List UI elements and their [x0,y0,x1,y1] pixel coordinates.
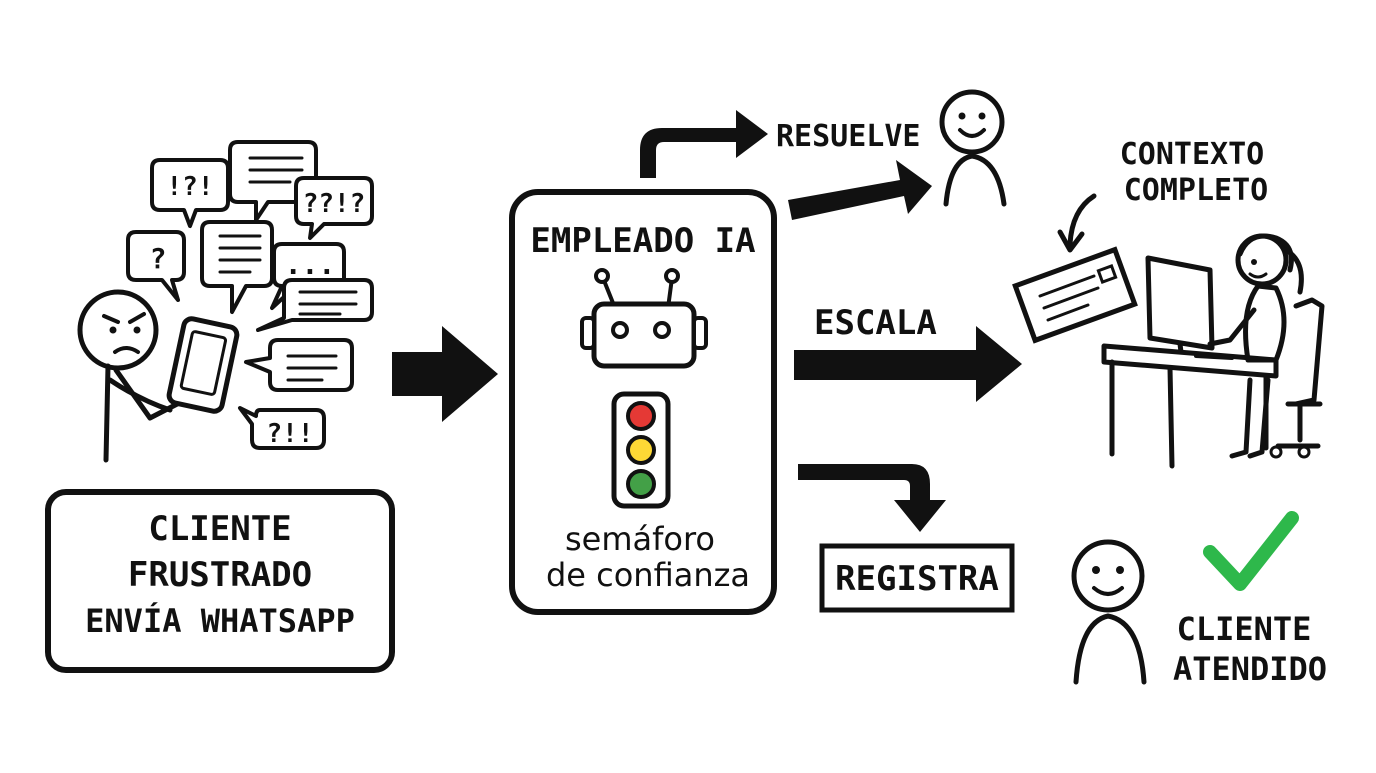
registra-box: REGISTRA [819,543,1015,613]
happy-person-top [939,89,1007,207]
traffic-light-red [626,401,656,431]
speech-bubble-question-exclaim: !?! [150,158,230,228]
human-agent-at-desk [1101,233,1325,469]
arrow-context-head [1057,229,1085,253]
traffic-light-green [626,469,656,499]
arrow-bent-up [640,110,768,178]
ai-title: EMPLEADO IA [530,221,755,261]
arrow-escala [794,326,1022,402]
client-line-1: CLIENTE [148,509,291,549]
served-line-2: ATENDIDO [1173,650,1327,688]
speech-bubble-text-lines-3 [256,278,374,332]
context-line-2: COMPLETO [1124,173,1269,208]
arrow-registra [798,464,946,532]
arrow-to-resolved-person [788,160,932,220]
bubble-text-2: ??!? [303,189,366,219]
client-line-2: FRUSTRADO [128,555,312,595]
ai-caption-line-2: de confianza [546,556,750,594]
frustrated-customer-figure [77,289,188,463]
arrow-to-ai [392,326,498,422]
label-escala: ESCALA [814,303,937,343]
served-line-1: CLIENTE [1177,610,1312,648]
label-resuelve: RESUELVE [776,119,921,154]
label-registra: REGISTRA [835,559,999,599]
checkmark-icon [1203,511,1299,591]
smartphone-icon [166,316,240,414]
arrow-context-curve [1067,193,1097,247]
bubble-text-1: !?! [167,172,214,202]
client-line-3: ENVÍA WHATSAPP [85,602,355,640]
traffic-light-icon [611,391,671,509]
speech-bubble-question: ? [126,230,186,302]
ai-employee-box: EMPLEADO IA semáforo de confianza [509,189,777,615]
bubble-text-3: ? [150,242,167,275]
context-line-1: CONTEXTO [1120,137,1265,172]
happy-person-bottom [1071,539,1147,685]
bubble-text-5: ?!! [267,419,314,449]
robot-icon [580,268,708,369]
ai-caption-line-1: semáforo [565,520,715,558]
traffic-light-yellow [626,435,656,465]
client-caption-box: CLIENTE FRUSTRADO ENVÍA WHATSAPP [45,489,395,673]
speech-bubble-text-lines-2 [200,220,274,314]
speech-bubble-exclaim: ?!! [238,406,326,450]
envelope-icon [1012,246,1138,344]
speech-bubble-text-lines-4 [244,338,354,392]
speech-bubble-double-question: ??!? [294,176,374,240]
bubble-text-4: ... [285,248,336,281]
